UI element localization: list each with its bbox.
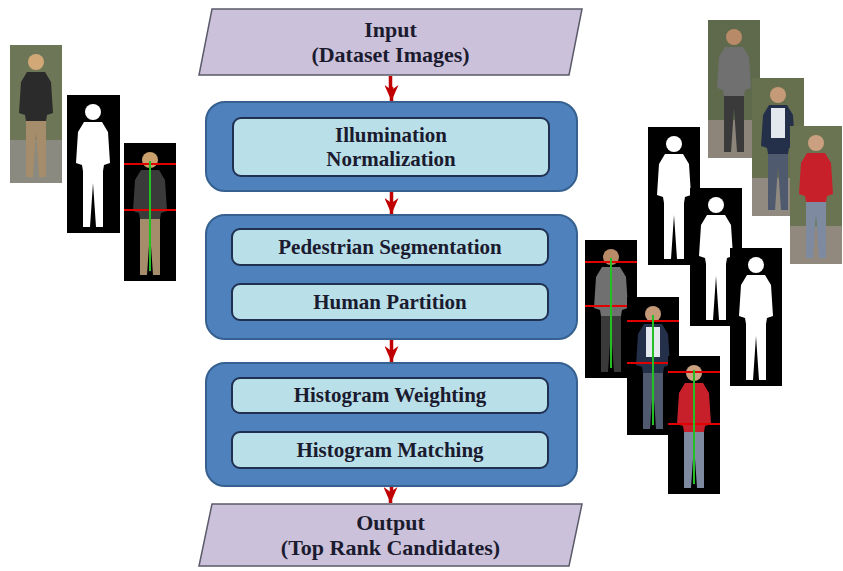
step-label: Pedestrian Segmentation (278, 235, 501, 259)
process-box: Histogram Matching (231, 431, 549, 469)
silhouette-mask (730, 248, 782, 386)
pedestrian-photo (10, 45, 62, 183)
partitioned-pedestrian (124, 143, 176, 281)
process-box: Histogram Weighting (231, 377, 549, 414)
stage-group: Histogram WeightingHistogram Matching (205, 362, 578, 487)
flow-arrow (391, 76, 392, 101)
silhouette-mask (67, 95, 120, 233)
flow-arrow (391, 487, 392, 503)
io-title: Output (356, 510, 424, 535)
io-subtitle: (Top Rank Candidates) (281, 535, 500, 560)
step-label: Histogram Weighting (294, 383, 487, 407)
pedestrian-photo (790, 126, 842, 264)
io-parallelogram: Output(Top Rank Candidates) (198, 503, 583, 567)
io-title: Input (364, 17, 417, 42)
parallelogram-shape (199, 504, 582, 566)
flow-arrow (390, 192, 394, 214)
partitioned-pedestrian (668, 356, 720, 494)
process-box: Human Partition (231, 283, 549, 321)
process-box: Pedestrian Segmentation (231, 228, 549, 266)
io-parallelogram: Input(Dataset Images) (198, 8, 583, 76)
parallelogram-shape (199, 9, 582, 75)
step-label: Illumination Normalization (291, 123, 491, 171)
process-box: Illumination Normalization (232, 117, 550, 177)
stage-group: Pedestrian SegmentationHuman Partition (205, 214, 578, 340)
step-label: Histogram Matching (296, 438, 483, 462)
flow-arrow (390, 340, 394, 362)
step-label: Human Partition (313, 290, 466, 314)
io-subtitle: (Dataset Images) (311, 42, 469, 67)
stage-group: Illumination Normalization (205, 101, 578, 192)
